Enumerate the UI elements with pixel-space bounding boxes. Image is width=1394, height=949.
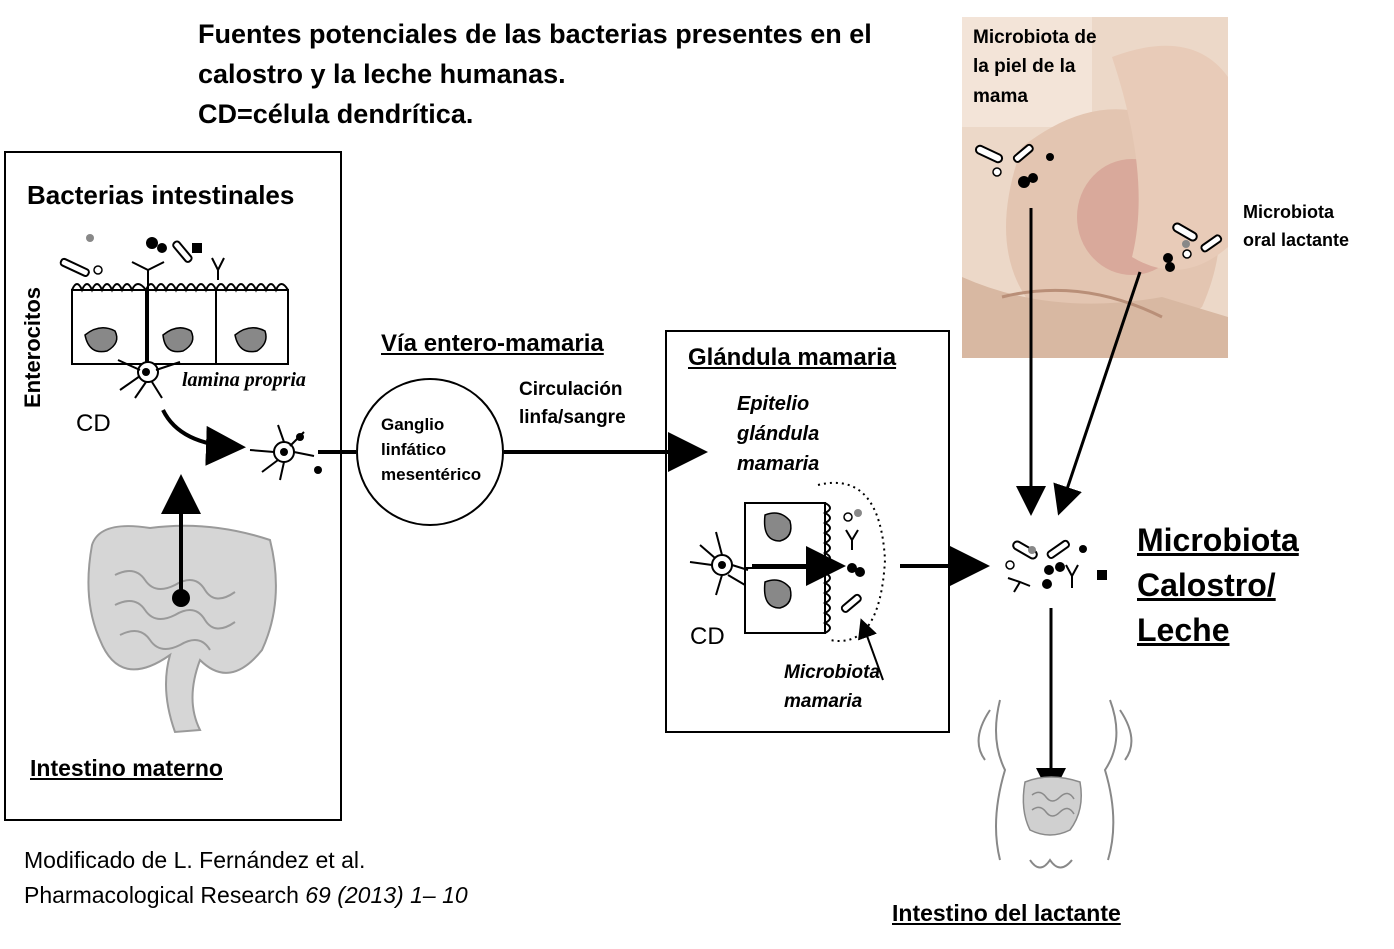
diagram-title: Fuentes potenciales de las bacterias pre… — [198, 19, 872, 129]
epithelium-label-line1: Epitelio — [737, 393, 810, 415]
epithelium-label-line3: mamaria — [737, 453, 820, 475]
maternal-intestine-label: Intestino materno — [30, 755, 223, 781]
skin-microbiota-label-line2: la piel de la — [973, 56, 1076, 77]
milk-microbiota-label-line1: Microbiota — [1137, 522, 1299, 558]
epithelium-label-line2: glándula — [737, 423, 820, 445]
circulation-label-line1: Circulación — [519, 379, 623, 400]
mammary-microbiota-label-line1: Microbiota — [784, 662, 881, 683]
lymph-node-label-line2: linfático — [381, 440, 447, 459]
milk-bacteria-cluster — [1005, 539, 1107, 593]
oral-microbiota-label-line1: Microbiota — [1243, 202, 1335, 222]
mammary-microbiota-label-line2: mamaria — [784, 691, 863, 712]
lamina-propria-label: lamina propria — [182, 369, 306, 391]
gland-dendritic-cell-label: CD — [690, 623, 725, 650]
intestine-box — [4, 151, 342, 821]
mammary-gland-heading: Glándula mamaria — [688, 344, 897, 371]
citation-journal: Pharmacological Research — [24, 882, 306, 908]
enterocytes-label: Enterocitos — [20, 286, 45, 408]
infant-illustration — [977, 699, 1133, 869]
skin-microbiota-label-line1: Microbiota de — [973, 27, 1097, 48]
circulation-label-line2: linfa/sangre — [519, 407, 626, 428]
milk-microbiota-label-line2: Calostro/ — [1137, 567, 1276, 603]
entero-mammary-route-heading: Vía entero-mamaria — [381, 330, 604, 357]
dendritic-cell-label: CD — [76, 410, 111, 437]
lymph-node-label-line3: mesentérico — [381, 465, 482, 484]
infant-intestine-label: Intestino del lactante — [892, 900, 1121, 926]
citation-line1: Modificado de L. Fernández et al. — [24, 847, 366, 873]
intestinal-bacteria-heading: Bacterias intestinales — [27, 180, 295, 210]
breastfeeding-illustration — [962, 17, 1228, 358]
citation-volume: 69 (2013) 1– 10 — [305, 882, 468, 908]
skin-microbiota-label-line3: mama — [973, 86, 1028, 107]
milk-microbiota-label-line3: Leche — [1137, 612, 1230, 648]
citation-line2: Pharmacological Research 69 (2013) 1– 10 — [24, 882, 468, 909]
infant-intestine-illustration — [1022, 776, 1082, 836]
oral-microbiota-label-line2: oral lactante — [1243, 230, 1350, 250]
lymph-node-label-line1: Ganglio — [381, 415, 445, 434]
